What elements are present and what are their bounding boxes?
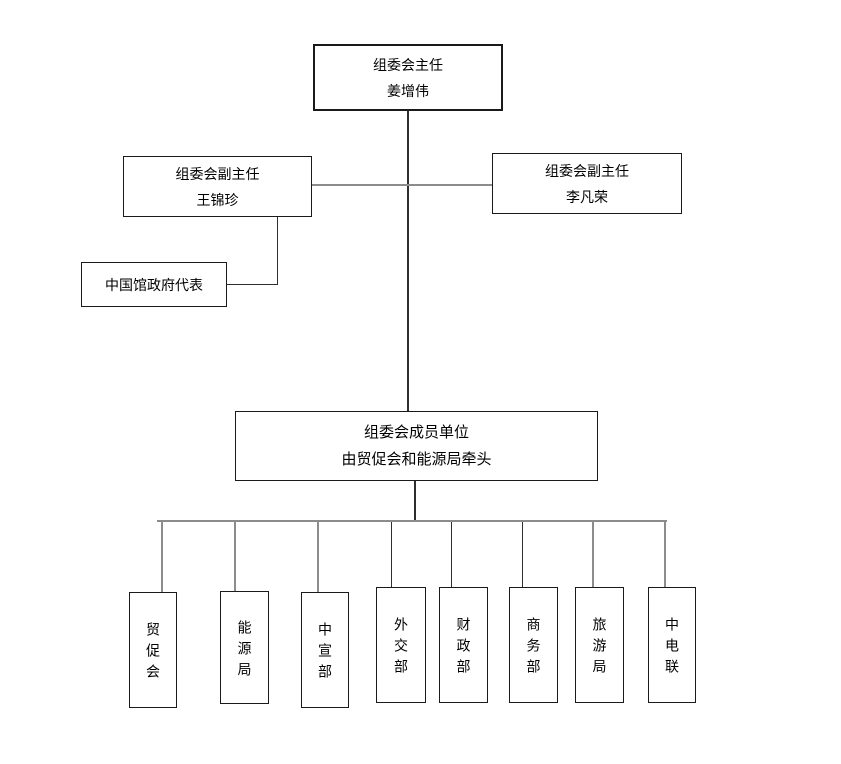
connector-drop-shangwubu — [522, 522, 523, 587]
vice-left-name: 王锦珍 — [196, 191, 239, 208]
connector-drop-maocuhui — [161, 522, 163, 592]
unit-label: 中宣部 — [317, 622, 333, 685]
unit-label: 外交部 — [393, 617, 409, 680]
vice-right-name: 李凡荣 — [566, 188, 608, 205]
node-unit-zhongdianlian: 中电联 — [648, 587, 696, 703]
node-unit-waijiaobu: 外交部 — [376, 587, 426, 703]
node-unit-caizhengbu: 财政部 — [439, 587, 488, 703]
unit-label: 商务部 — [525, 617, 542, 680]
vice-right-title: 组委会副主任 — [545, 162, 629, 179]
connector-vice-horizontal — [312, 184, 492, 186]
connector-drop-zhongdianlian — [664, 522, 666, 587]
node-unit-shangwubu: 商务部 — [509, 587, 558, 703]
unit-label: 中电联 — [664, 617, 680, 680]
pavilion-label: 中国馆政府代表 — [105, 276, 203, 293]
unit-label: 财政部 — [455, 617, 472, 680]
node-pavilion-representative: 中国馆政府代表 — [81, 262, 227, 307]
connector-drop-waijiaobu — [391, 522, 392, 587]
node-members-units: 组委会成员单位 由贸促会和能源局牵头 — [235, 411, 598, 481]
unit-label: 能源局 — [236, 619, 253, 683]
connector-drop-caizhengbu — [451, 522, 452, 587]
connector-chairman-to-members — [407, 111, 409, 411]
connector-viceleft-down — [277, 217, 278, 285]
node-unit-maocuhui: 贸促会 — [129, 592, 177, 708]
unit-label: 贸促会 — [145, 622, 161, 685]
node-unit-lvyouju: 旅游局 — [575, 587, 624, 703]
node-vice-chairman-left: 组委会副主任 王锦珍 — [123, 156, 312, 217]
unit-label: 旅游局 — [591, 617, 608, 680]
members-subtitle: 由贸促会和能源局牵头 — [341, 451, 492, 468]
connector-drop-nengyuanju — [234, 522, 236, 591]
connector-drop-zhongxuanbu — [317, 522, 319, 592]
vice-left-title: 组委会副主任 — [175, 165, 260, 182]
node-unit-nengyuanju: 能源局 — [220, 591, 269, 704]
members-title: 组委会成员单位 — [363, 424, 469, 441]
node-chairman: 组委会主任 姜增伟 — [313, 44, 503, 111]
connector-drop-lvyouju — [592, 522, 594, 587]
connector-rail — [157, 520, 667, 522]
node-unit-zhongxuanbu: 中宣部 — [301, 592, 349, 708]
connector-members-down — [414, 481, 416, 521]
node-vice-chairman-right: 组委会副主任 李凡荣 — [492, 153, 682, 214]
connector-to-pavilion — [227, 284, 278, 285]
chairman-title: 组委会主任 — [373, 56, 443, 73]
chairman-name: 姜增伟 — [387, 82, 429, 99]
